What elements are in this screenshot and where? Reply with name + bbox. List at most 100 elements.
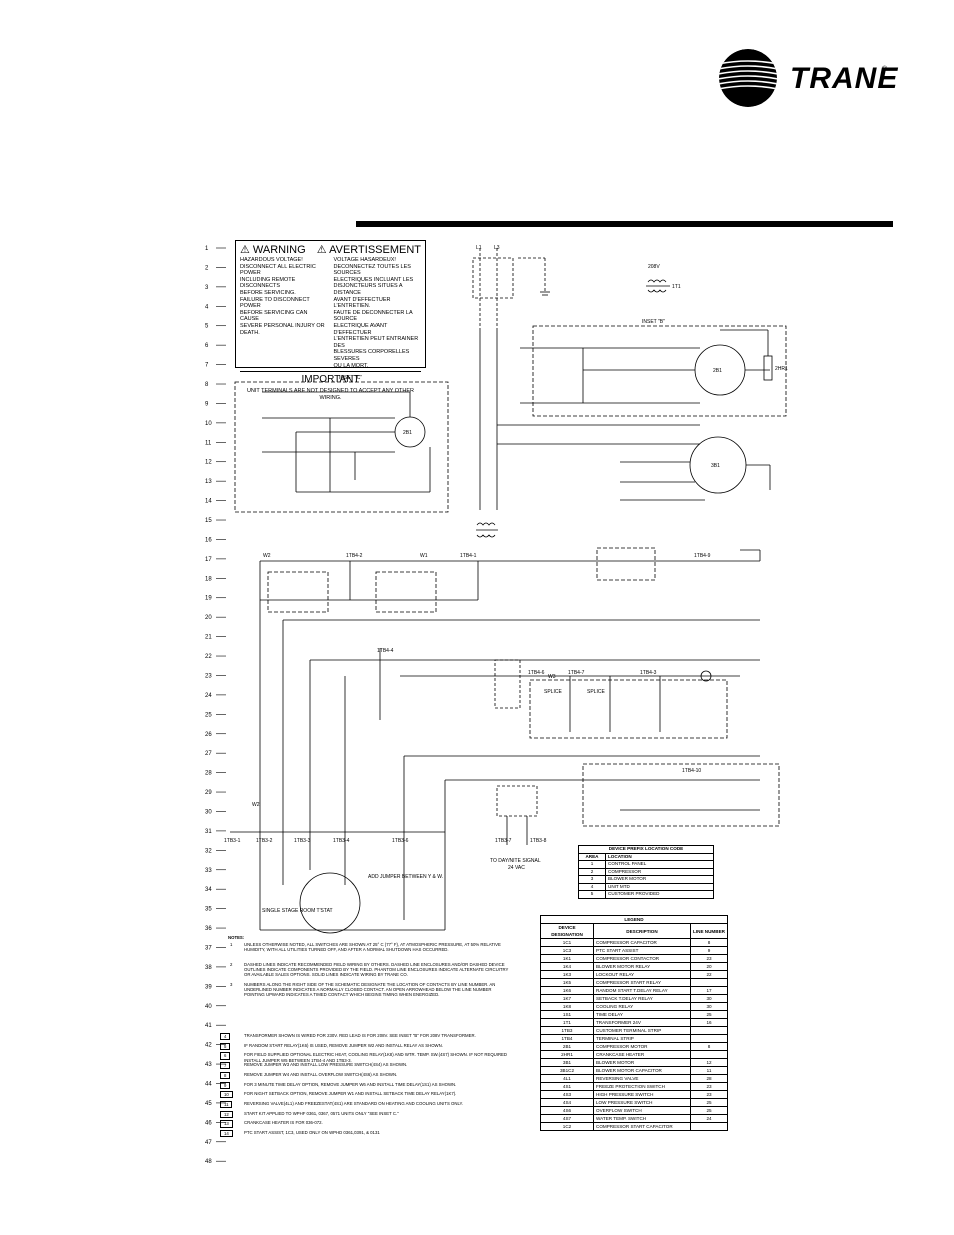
line-number: 12 <box>205 460 212 466</box>
motor-3b1-label: 3B1 <box>711 463 720 469</box>
device-description: COMPRESSOR MOTOR <box>593 1042 691 1051</box>
tb3-1-label: 1TB3-1 <box>224 838 241 844</box>
line-number-cell <box>690 978 728 987</box>
note-number: 2 <box>230 962 233 967</box>
device-designation: 1TB4 <box>540 1034 594 1043</box>
device-description: COOLING RELAY <box>593 1002 691 1011</box>
warning-text-fr: VOLTAGE HASARDEUX!DECONNECTEZ TOUTES LES… <box>333 257 419 369</box>
note-text: TRANSFORMER SHOWN IS WIRED FOR 230V. RED… <box>244 1033 476 1038</box>
device-description: REVERSING VALVE <box>593 1074 691 1083</box>
tb4-9-label: 1TB4-9 <box>694 553 711 559</box>
device-designation: 2B1 <box>540 1042 594 1051</box>
splice-label-2: SPLICE <box>587 689 605 695</box>
device-designation: 2HR1 <box>540 1050 594 1059</box>
notes-title: NOTES: <box>228 935 245 940</box>
note-text: CRANKCASE HEATER IS FOR 036-072. <box>244 1120 323 1126</box>
device-description: BLOWER MOTOR CAPACITOR <box>593 1066 691 1075</box>
note-text: NUMBERS ALONG THE RIGHT SIDE OF THE SCHE… <box>244 982 496 998</box>
tb4-4-label: 1TB4-4 <box>377 648 394 654</box>
line-number: 42 <box>205 1043 212 1049</box>
brand-name: TRANE <box>790 62 899 95</box>
line-number: 26 <box>205 732 212 738</box>
line-number-cell: 8 <box>690 938 728 947</box>
line-number: 43 <box>205 1062 212 1068</box>
tb3-8-label: 1TB3-8 <box>530 838 547 844</box>
crankcase-label: 2HR1 <box>775 366 788 372</box>
tb4-7-label: 1TB4-7 <box>568 670 585 676</box>
w3-label: W3 <box>548 674 556 680</box>
line-number: 5 <box>205 324 209 330</box>
device-designation: 1K8 <box>540 1002 594 1011</box>
l1-label: L1 <box>476 245 482 251</box>
device-description: CRANKCASE HEATER <box>593 1050 691 1059</box>
device-description: OVERFLOW SWITCH <box>593 1106 691 1115</box>
line-number-cell: 25 <box>690 1098 728 1107</box>
line-number: 17 <box>205 557 212 563</box>
note-number-box: 10 <box>220 1091 233 1099</box>
line-number-cell: 8 <box>690 1042 728 1051</box>
line-number-cell: 30 <box>690 1002 728 1011</box>
daynite-label: TO DAY/NITE SIGNAL <box>490 858 541 864</box>
note-text: START KIT APPLIED TO WPHF 0361, 0367, 05… <box>244 1110 399 1116</box>
tstat-label: SINGLE STAGE ROOM T'STAT <box>262 908 333 914</box>
important-text: UNIT TERMINALS ARE NOT DESIGNED TO ACCEP… <box>246 388 415 401</box>
line-number-cell: 20 <box>690 962 728 971</box>
line-number-cell: 25 <box>690 1010 728 1019</box>
line-number: 15 <box>205 518 212 524</box>
device-designation: 1TB3 <box>540 1026 594 1035</box>
device-designation: 1C3 <box>540 946 594 955</box>
line-number: 16 <box>205 537 212 543</box>
device-designation: 1K5 <box>540 978 594 987</box>
tb4-10-label: 1TB4-10 <box>682 768 701 774</box>
line-number: 34 <box>205 887 212 893</box>
device-description: BLOWER MOTOR <box>593 1058 691 1067</box>
add-jumper-label: ADD JUMPER BETWEEN Y & W. <box>368 874 443 880</box>
line-number-cell: 16 <box>690 1018 728 1027</box>
device-designation: 1T1 <box>540 1018 594 1027</box>
avertissement-title: ⚠ AVERTISSEMENT <box>316 244 421 256</box>
device-designation: 1K7 <box>540 994 594 1003</box>
note-text: REMOVE JUMPER W4 AND INSTALL OVERFLOW SW… <box>244 1071 398 1077</box>
line-number: 29 <box>205 790 212 796</box>
note-text: UNLESS OTHERWISE NOTED, ALL SWITCHES ARE… <box>244 942 501 953</box>
device-description: COMPRESSOR CONTACTOR <box>593 954 691 963</box>
tb3-3-label: 1TB3-3 <box>294 838 311 844</box>
device-description: SETBACK T.DELAY RELAY <box>593 994 691 1003</box>
note-text: FOR FIELD SUPPLIED OPTIONAL ELECTRIC HEA… <box>244 1052 508 1063</box>
line-number: 8 <box>205 382 209 388</box>
line-number: 35 <box>205 907 212 913</box>
device-description: FREEZE PROTECTION SWITCH <box>593 1082 691 1091</box>
note-number-box: 11 <box>220 1100 233 1109</box>
line-number: 37 <box>205 945 212 951</box>
line-number-cell: 23 <box>690 1090 728 1099</box>
location-table-title: DEVICE PREFIX LOCATION CODE <box>578 845 714 854</box>
device-designation: 1K1 <box>540 954 594 963</box>
legend-table: LEGEND DEVICE DESIGNATION DESCRIPTION LI… <box>540 915 728 1131</box>
line-number: 6 <box>205 343 209 349</box>
tb3-6-label: 1TB3-6 <box>392 838 409 844</box>
line-number: 22 <box>205 654 212 660</box>
device-designation: 4S7 <box>540 1114 594 1123</box>
note-text: REMOVE JUMPER W3 AND INSTALL LOW PRESSUR… <box>244 1062 408 1068</box>
note-number-box: 7 <box>220 1062 231 1070</box>
device-designation: 4S1 <box>540 1082 594 1091</box>
line-number: 38 <box>205 965 212 971</box>
trane-logo-icon <box>719 49 777 107</box>
device-designation: 4L1 <box>540 1074 594 1083</box>
line-number-cell <box>690 1034 728 1043</box>
location-header-location: LOCATION <box>605 852 714 861</box>
